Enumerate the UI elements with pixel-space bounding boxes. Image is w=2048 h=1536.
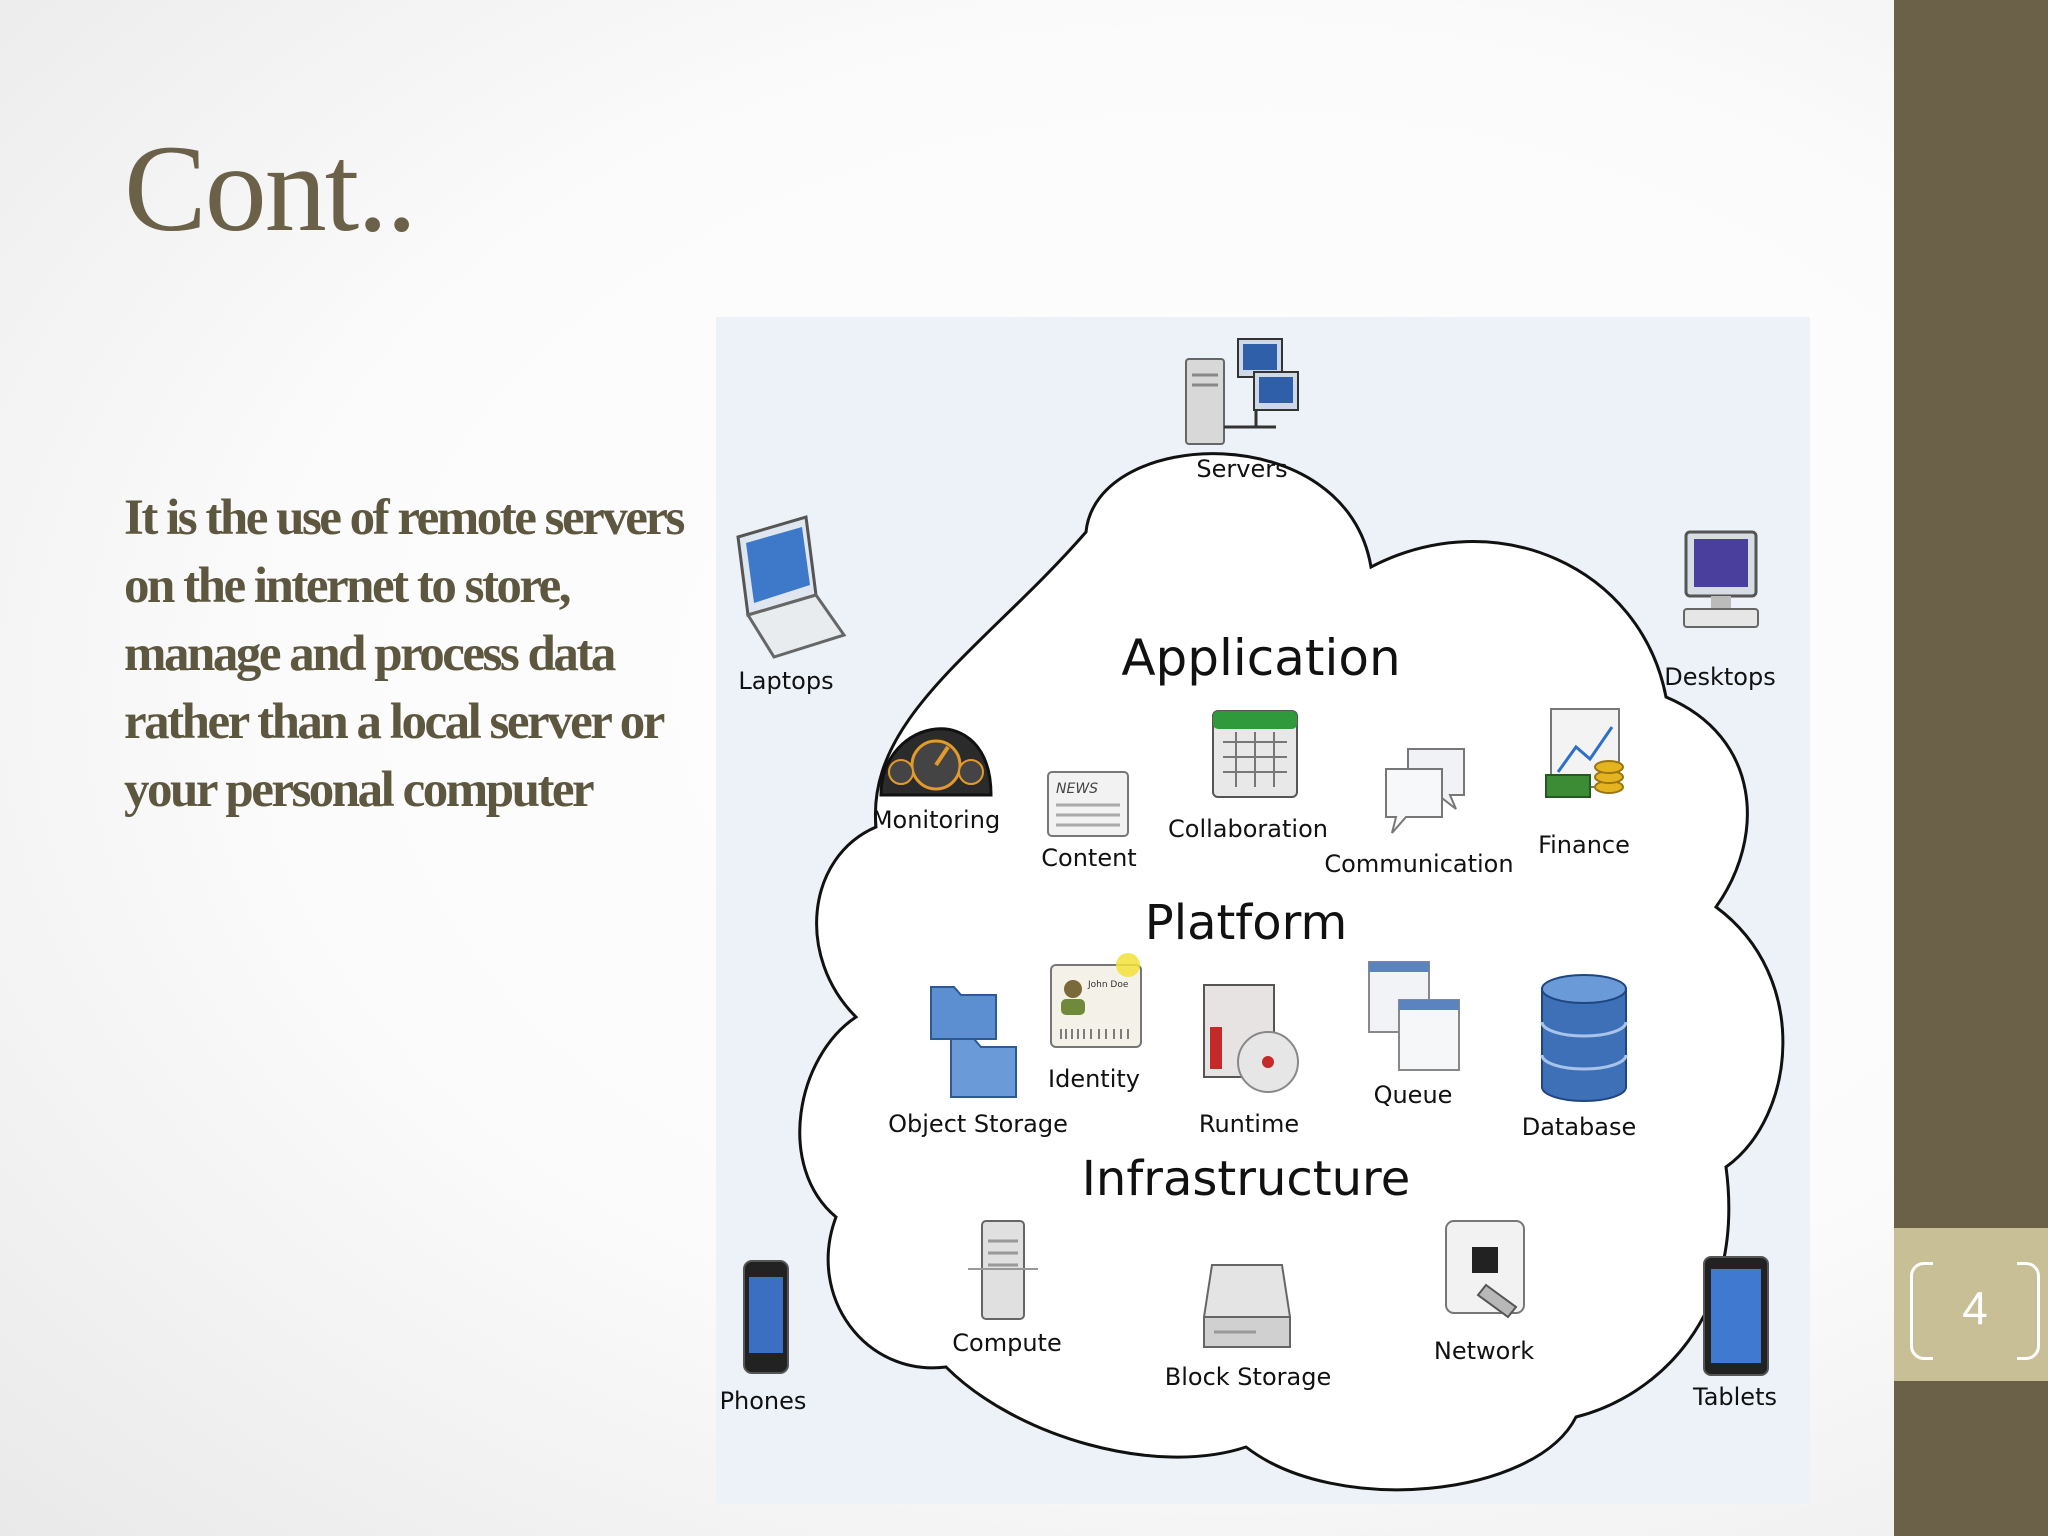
queue-label: Queue xyxy=(1374,1081,1453,1109)
slide-body-text: It is the use of remote servers on the i… xyxy=(124,490,685,818)
compute-label: Compute xyxy=(952,1329,1061,1357)
identity-card-icon: John Doe xyxy=(1050,953,1142,1048)
block-storage-label: Block Storage xyxy=(1165,1363,1331,1391)
communication-chat-icon xyxy=(1385,748,1465,834)
network-label: Network xyxy=(1434,1337,1534,1365)
monitoring-icon xyxy=(879,727,993,797)
identity-label: Identity xyxy=(1048,1065,1140,1093)
collaboration-calendar-icon xyxy=(1212,710,1298,798)
tablets-label: Tablets xyxy=(1692,1383,1777,1411)
servers-label: Servers xyxy=(1196,455,1287,483)
cloud-shape xyxy=(798,452,1785,1492)
identity-card-name: John Doe xyxy=(1087,980,1129,990)
finance-label: Finance xyxy=(1538,831,1630,859)
collaboration-label: Collaboration xyxy=(1168,815,1328,843)
page-number: 4 xyxy=(1962,1282,1988,1334)
finance-chart-icon xyxy=(1545,708,1624,798)
tablet-icon xyxy=(1703,1256,1769,1376)
laptop-icon xyxy=(736,515,847,659)
application-layer-heading: Application xyxy=(1121,629,1400,687)
block-storage-drive-icon xyxy=(1202,1264,1292,1348)
database-cylinder-icon xyxy=(1540,974,1628,1102)
news-icon-text: NEWS xyxy=(1056,781,1098,797)
content-news-icon: NEWS xyxy=(1047,771,1129,837)
database-label: Database xyxy=(1522,1113,1637,1141)
platform-layer-heading: Platform xyxy=(1145,895,1347,951)
object-storage-folder-icon xyxy=(930,986,1017,1098)
desktops-label: Desktops xyxy=(1664,663,1775,691)
servers-icon xyxy=(1185,338,1299,445)
cloud-computing-diagram: Servers Laptops Desktops Phones Tablets … xyxy=(716,317,1810,1504)
monitoring-label: Monitoring xyxy=(872,806,1000,834)
communication-label: Communication xyxy=(1324,850,1513,878)
page-number-bracket xyxy=(1910,1261,2040,1361)
runtime-label: Runtime xyxy=(1199,1110,1299,1138)
desktop-icon xyxy=(1683,530,1759,628)
compute-server-icon xyxy=(968,1220,1038,1320)
object-storage-label: Object Storage xyxy=(888,1110,1068,1138)
network-port-icon xyxy=(1445,1220,1525,1319)
runtime-disc-icon xyxy=(1203,984,1299,1093)
laptops-label: Laptops xyxy=(738,667,833,695)
content-label: Content xyxy=(1041,844,1136,872)
slide-title: Cont.. xyxy=(124,120,417,257)
infrastructure-layer-heading: Infrastructure xyxy=(1082,1151,1410,1207)
phone-icon xyxy=(743,1260,789,1374)
queue-windows-icon xyxy=(1368,961,1460,1071)
phones-label: Phones xyxy=(720,1387,807,1415)
